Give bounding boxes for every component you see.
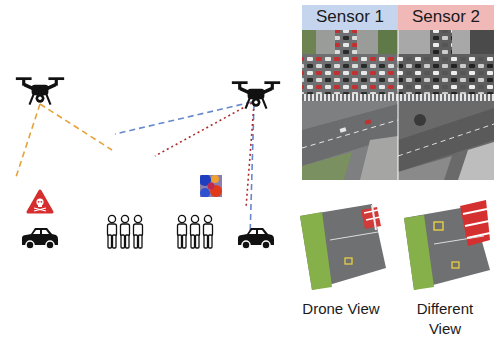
view-caption: Drone View	[300, 299, 382, 319]
sensor-header: Sensor 1	[302, 5, 398, 30]
sensor-header: Sensor 2	[398, 5, 494, 30]
header-text: Sensor 1	[316, 7, 384, 27]
header-text: Sensor 2	[412, 7, 480, 27]
view-caption: Different View	[402, 299, 488, 339]
